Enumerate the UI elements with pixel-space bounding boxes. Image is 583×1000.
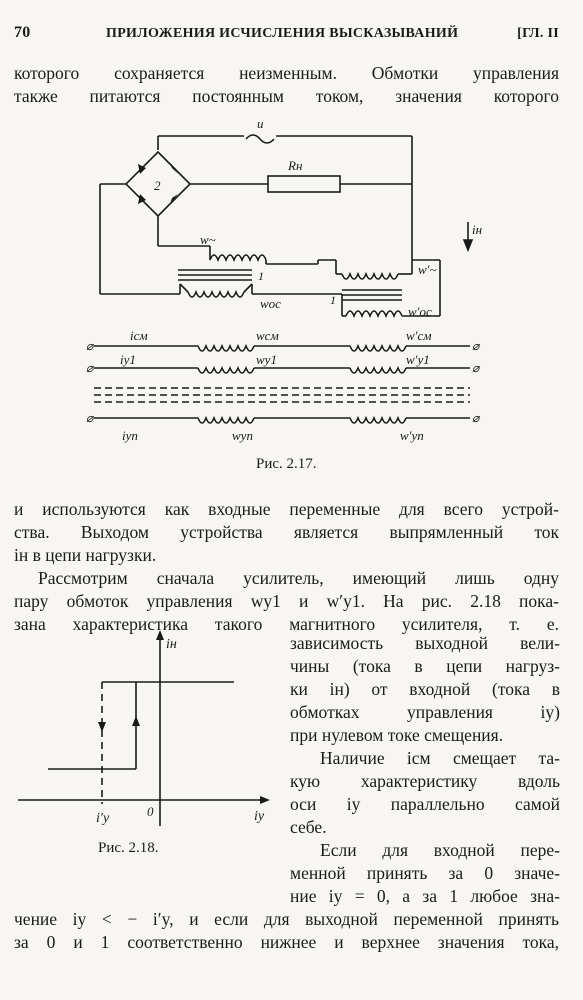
text-line: чение iy < − i′y, и если для выходной пе…	[14, 909, 559, 929]
label-load: Rн	[287, 158, 302, 173]
control-line-y1	[94, 365, 470, 374]
text-line: Наличие iсм смещает та-	[320, 748, 560, 768]
text-line: которого сохраняется неизменным. Обмотки…	[14, 63, 559, 83]
text-line: ки iн) от входной (тока в	[290, 679, 560, 699]
label-bridge: 2	[154, 178, 161, 193]
terminal-icon: ⌀	[472, 339, 481, 353]
text-right-column: зависимость выходной вели- чины (тока в …	[290, 632, 560, 908]
label-core-2: 1	[330, 293, 336, 307]
load-resistor	[267, 175, 341, 193]
text-line: чины (тока в цепи нагруз-	[290, 656, 560, 676]
label-w-cm-2: w′см	[406, 328, 432, 343]
winding-w-oc	[187, 289, 245, 298]
terminal-icon: ⌀	[86, 411, 95, 425]
text-line: зависимость выходной вели-	[290, 633, 560, 653]
winding-w-ac	[209, 254, 267, 263]
text-line: Рассмотрим сначала усилитель, имеющий ли…	[38, 568, 559, 588]
label-w-yn: wуn	[232, 428, 253, 443]
label-w-y1-2: w′у1	[406, 352, 430, 367]
text-after-fig1: и используются как входные переменные дл…	[14, 498, 559, 567]
y-axis-arrow-icon	[156, 630, 164, 640]
figure2-caption: Рис. 2.18.	[98, 840, 159, 856]
figure1-caption: Рис. 2.17.	[256, 456, 317, 472]
label-i-y1: iу1	[120, 352, 136, 367]
down-arrow-icon	[98, 722, 106, 732]
text-line: себе.	[290, 817, 327, 837]
x-axis-arrow-icon	[260, 796, 270, 804]
text-line: оси iy параллельно самой	[290, 794, 560, 814]
text-line: кую характеристику вдоль	[290, 771, 560, 791]
text-top: которого сохраняется неизменным. Обмотки…	[14, 62, 559, 108]
origin-label: 0	[147, 804, 154, 819]
text-line: и используются как входные переменные дл…	[14, 499, 559, 519]
control-lines-elided	[94, 387, 470, 403]
text-line: менной принять за 0 значе-	[290, 863, 560, 883]
winding-w-oc-2	[345, 310, 403, 319]
label-current: iн	[472, 222, 482, 237]
text-para2: Рассмотрим сначала усилитель, имеющий ли…	[14, 567, 559, 636]
text-line: также питаются постоянным током, значени…	[14, 86, 559, 106]
up-arrow-icon	[132, 716, 140, 726]
y-axis-label: iн	[166, 637, 177, 652]
text-line: зана характеристика такого магнитного ус…	[14, 614, 559, 634]
page-number: 70	[14, 24, 31, 41]
threshold-label: i′у	[96, 811, 110, 826]
x-axis-label: iу	[254, 809, 265, 824]
text-line: за 0 и 1 соответственно нижнее и верхнее…	[14, 932, 559, 952]
label-source: u	[257, 116, 264, 131]
terminal-icon: ⌀	[472, 361, 481, 375]
label-core: 1	[258, 269, 264, 283]
text-line: ства. Выходом устройства является выпрям…	[14, 522, 559, 542]
figure-circuit-diagram: ⌀ ⌀ ⌀ ⌀ ⌀ ⌀ u 2 Rн iн w~ 1 wос w′~ 1 w′о…	[86, 116, 482, 443]
text-line: пару обмоток управления wy1 и w′y1. На р…	[14, 591, 559, 611]
label-i-cm: iсм	[130, 328, 148, 343]
label-w-oc: wос	[260, 296, 281, 311]
current-arrow-icon	[462, 239, 474, 253]
text-line: iн в цепи нагрузки.	[14, 545, 157, 565]
chapter-label: [ГЛ. II	[517, 26, 559, 41]
text-line: Если для входной пере-	[320, 840, 560, 860]
label-w-ac: w~	[200, 232, 216, 247]
control-line-yn	[94, 415, 470, 424]
label-w-cm: wсм	[256, 328, 279, 343]
label-w-oc-2: w′ос	[408, 304, 432, 319]
winding-w-ac-2	[341, 271, 399, 280]
terminal-icon: ⌀	[472, 411, 481, 425]
text-line: ние iy = 0, а за 1 любое зна-	[290, 886, 560, 906]
diodes	[138, 164, 178, 204]
label-w-y1: wу1	[256, 352, 277, 367]
text-line: обмотках управления iy)	[290, 702, 560, 722]
label-i-yn: iуn	[122, 428, 138, 443]
control-line-cm	[94, 343, 470, 352]
running-title: ПРИЛОЖЕНИЯ ИСЧИСЛЕНИЯ ВЫСКАЗЫВАНИЙ	[106, 26, 459, 41]
label-w-yn-2: w′уn	[400, 428, 424, 443]
text-bottom: чение iy < − i′y, и если для выходной пе…	[14, 908, 559, 954]
text-line: при нулевом токе смещения.	[290, 725, 504, 745]
label-w-ac-2: w′~	[418, 262, 437, 277]
ac-source-symbol	[245, 134, 275, 144]
terminal-icon: ⌀	[86, 361, 95, 375]
figure-characteristic-graph: iн iу i′у 0	[18, 630, 270, 826]
page-header: 70 ПРИЛОЖЕНИЯ ИСЧИСЛЕНИЯ ВЫСКАЗЫВАНИЙ [Г…	[14, 24, 559, 48]
terminal-icon: ⌀	[86, 339, 95, 353]
